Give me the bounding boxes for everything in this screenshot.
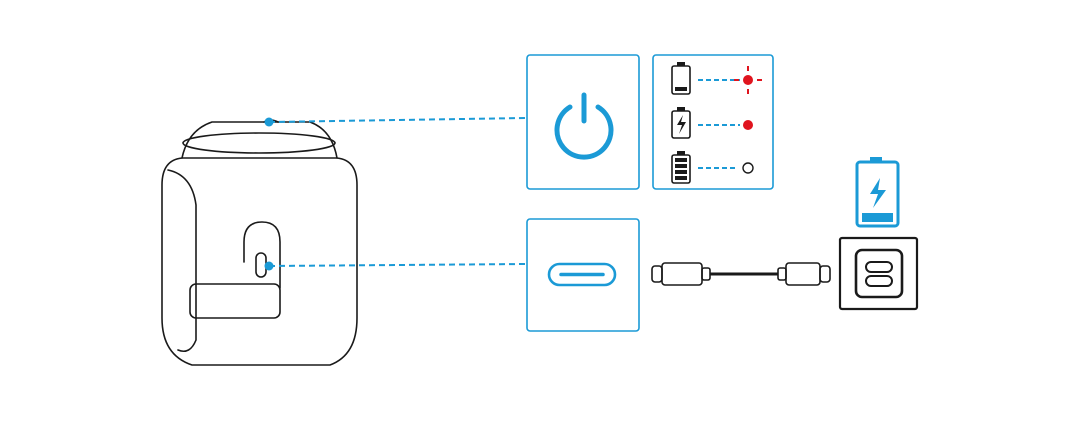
speaker-pocket xyxy=(243,221,281,289)
port-leader-line xyxy=(268,263,528,267)
status-row-full xyxy=(671,151,754,184)
power-callout-box xyxy=(526,54,640,190)
power-leader-line xyxy=(268,117,528,123)
power-icon xyxy=(554,92,614,160)
speaker-strap xyxy=(189,283,281,319)
charging-battery-icon xyxy=(671,107,691,139)
led-off xyxy=(742,162,754,174)
speaker-top-ring xyxy=(182,132,336,154)
power-leader-dot xyxy=(264,117,274,127)
speaker-usb-port xyxy=(255,252,267,278)
full-battery-icon xyxy=(671,151,691,184)
port-leader-dot xyxy=(264,261,274,271)
led-status-box xyxy=(652,54,774,190)
low-battery-icon xyxy=(671,62,691,95)
speaker-top-cap xyxy=(181,121,338,159)
speaker-icon xyxy=(161,119,358,366)
red-flashing-led xyxy=(734,66,762,94)
dual-usb-c-charger-icon xyxy=(838,236,919,311)
usb-c-port-icon xyxy=(547,262,617,287)
speaker-body xyxy=(161,157,358,366)
red-solid-led xyxy=(743,120,753,130)
usb-c-callout-box xyxy=(526,218,640,332)
speaker-side-panel xyxy=(167,169,197,353)
charging-bolt-icon xyxy=(870,178,886,208)
status-row-charging xyxy=(671,107,753,139)
status-row-low xyxy=(671,62,762,95)
usb-c-cable-icon xyxy=(651,262,831,286)
charging-indicator xyxy=(855,157,900,228)
connector-lines xyxy=(268,117,528,267)
